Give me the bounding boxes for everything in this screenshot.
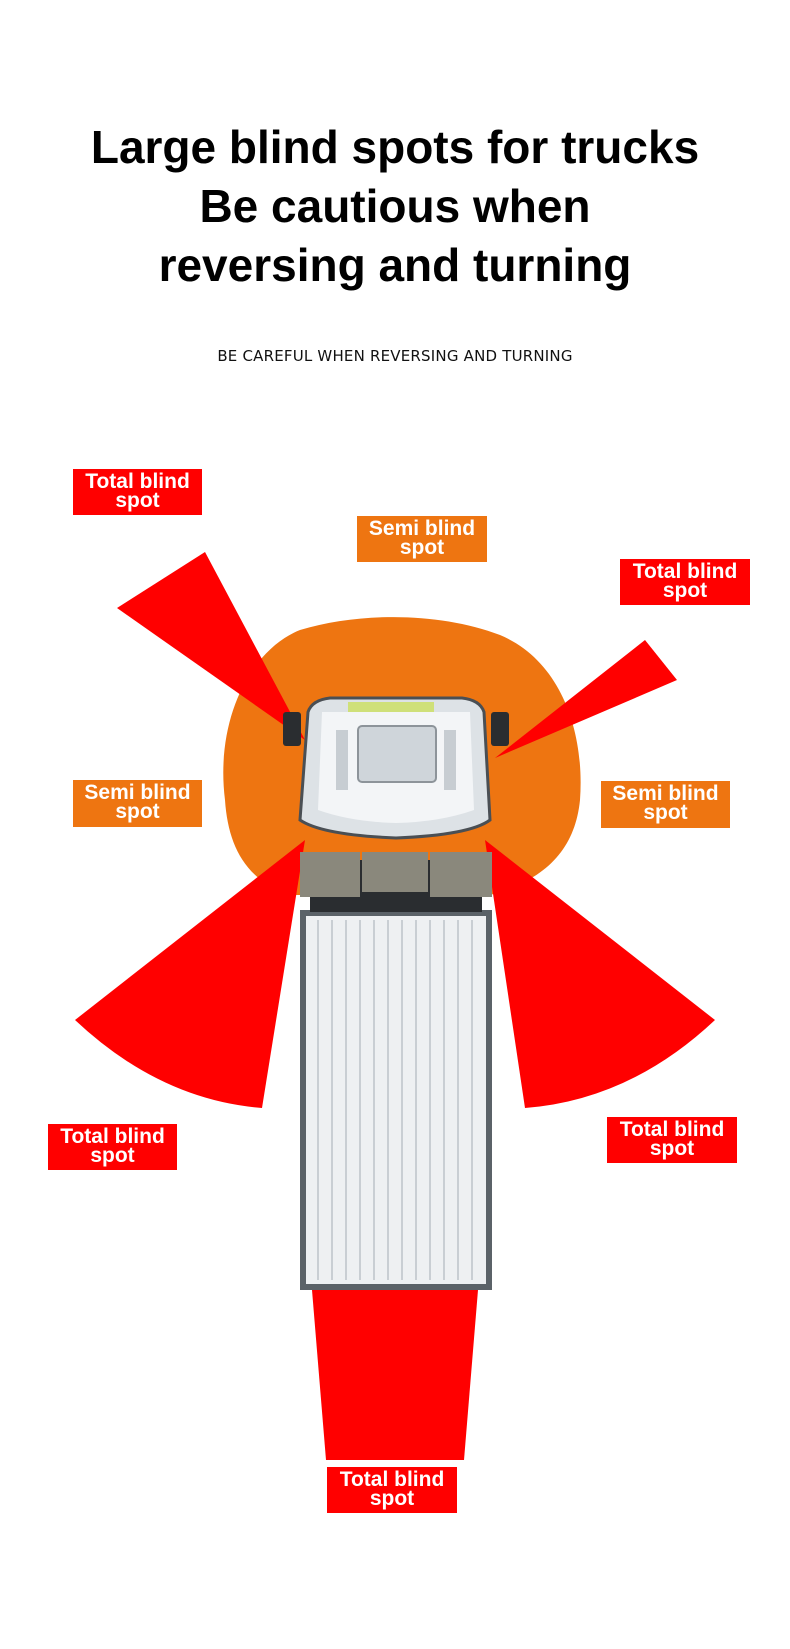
- label-total-blind-bottom-left: Total blind spot: [48, 1124, 177, 1170]
- total-blind-zone-front-right: [495, 640, 677, 758]
- label-total-blind-rear: Total blind spot: [327, 1467, 457, 1513]
- total-blind-zone-front-left: [117, 552, 305, 740]
- total-blind-zone-rear: [312, 1290, 478, 1460]
- label-semi-blind-right: Semi blind spot: [601, 781, 730, 828]
- truck-mirror-left: [283, 712, 301, 746]
- truck: [283, 696, 509, 1290]
- truck-mirror-right: [491, 712, 509, 746]
- truck-cargo-ribs: [317, 920, 473, 1280]
- label-semi-blind-left: Semi blind spot: [73, 780, 202, 827]
- label-semi-blind-top: Semi blind spot: [357, 516, 487, 562]
- label-total-blind-top-right: Total blind spot: [620, 559, 750, 605]
- total-blind-zone-side-left: [75, 840, 305, 1108]
- label-total-blind-top-left: Total blind spot: [73, 469, 202, 515]
- total-blind-zone-side-right: [485, 840, 715, 1108]
- headline: Large blind spots for trucks Be cautious…: [0, 118, 790, 295]
- subtitle: BE CAREFUL WHEN REVERSING AND TURNING: [217, 347, 573, 365]
- headline-line-1: Large blind spots for trucks: [90, 121, 700, 173]
- headline-line-3: reversing and turning: [158, 239, 632, 291]
- truck-roof-hatch: [357, 725, 437, 783]
- headline-line-2: Be cautious when: [199, 180, 591, 232]
- label-total-blind-bottom-right: Total blind spot: [607, 1117, 737, 1163]
